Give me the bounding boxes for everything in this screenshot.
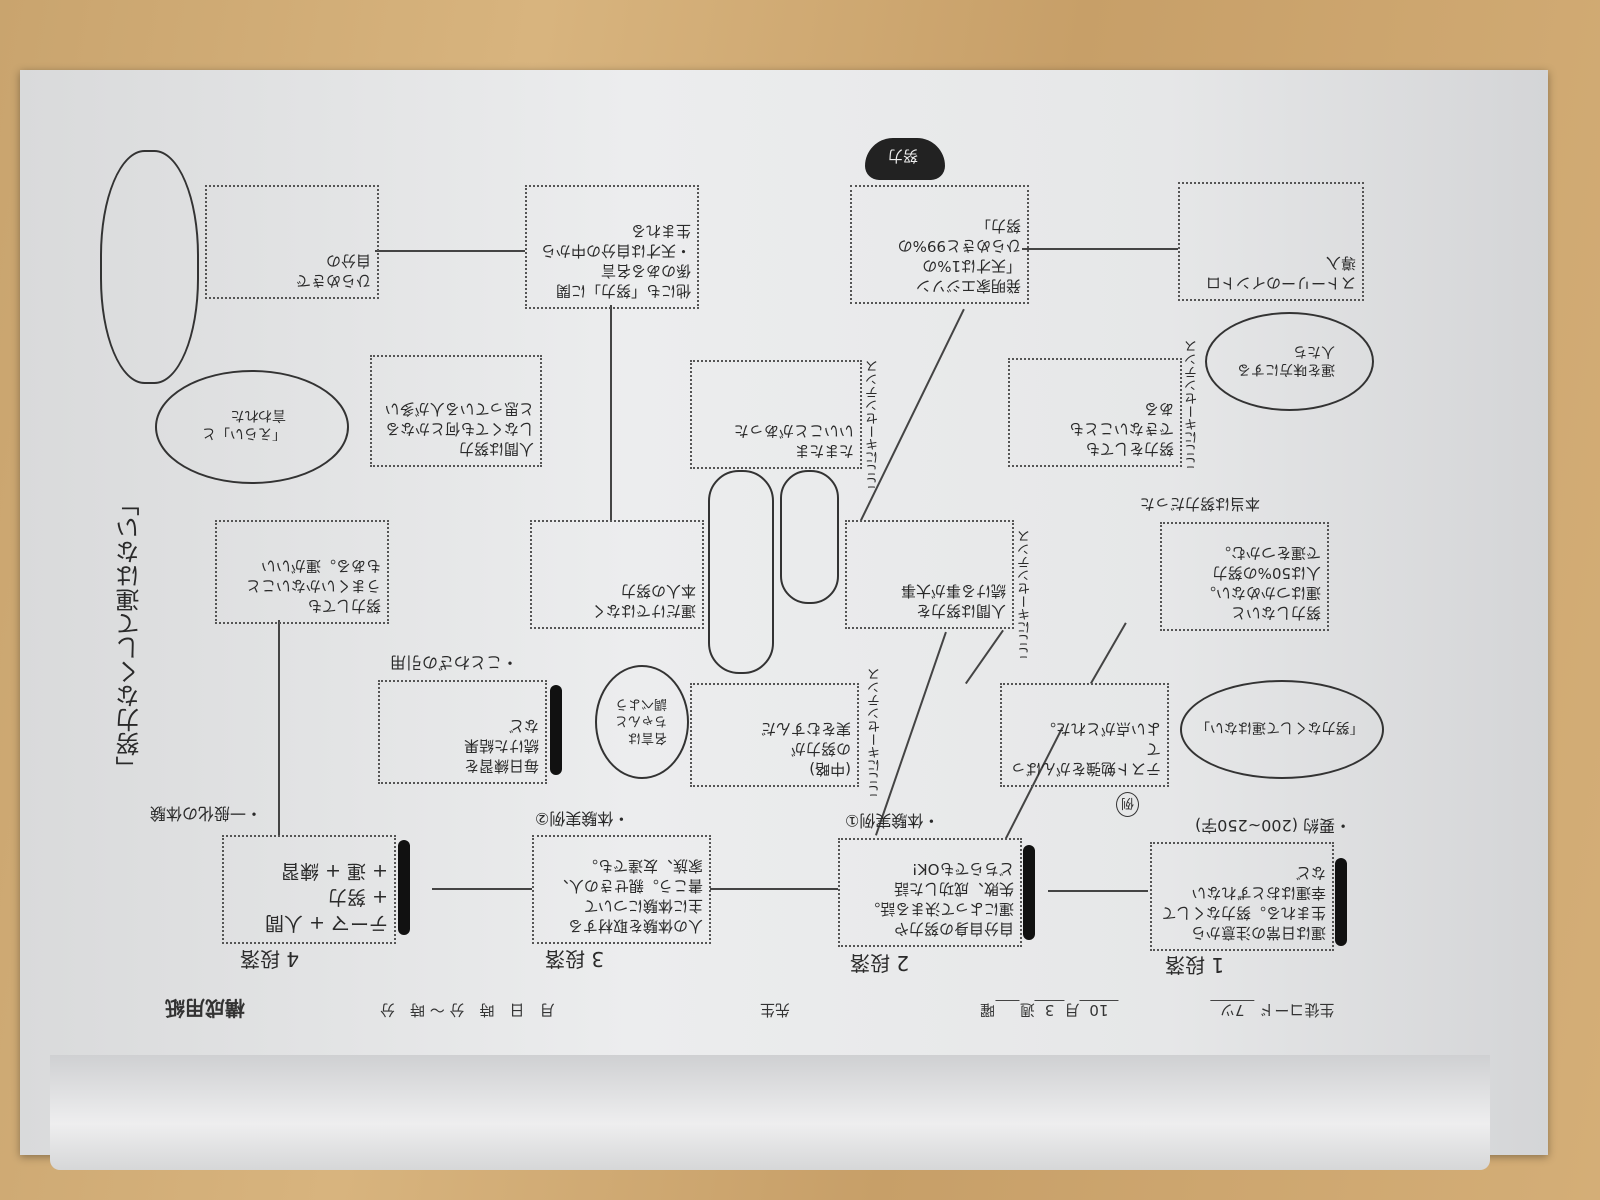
arrow-note: 本当は努力だった: [1140, 495, 1261, 513]
speech-cloud: 「努力なくして運はない」: [1180, 680, 1384, 779]
paragraph-3-box: 人の体験を取材する 主に体験について 書こう。親せきの人、 家族、友達でも。: [532, 835, 711, 944]
student-code-value: 7ツ: [1210, 1000, 1255, 1019]
row4-text: 毎日練習を 続けた結果 など: [463, 717, 539, 775]
key-sentence-note: ここにキーセンテンス: [1018, 530, 1033, 660]
week-value: 3: [1034, 1000, 1065, 1019]
composition-sheet: [20, 70, 1548, 1155]
paragraph-2-label: 2 段落: [850, 951, 910, 975]
speech-cloud: [100, 150, 199, 384]
row4-text: テスト勉強をがんばって よい点がとれた。: [1010, 720, 1161, 778]
speech-cloud: 「えらい」と 言われた: [155, 370, 349, 484]
paragraph-text: 人の体験を取材する 主に体験について 書こう。親せきの人、 家族、友達でも。: [553, 857, 703, 935]
marker-bar: [1023, 845, 1035, 940]
arrow-line: [1048, 890, 1148, 892]
sheet-title: 構成用紙: [165, 996, 245, 1020]
paragraph-1-box: 運は日常の注意から 生まれる。努力なくして 幸運はおとずれない など: [1150, 842, 1334, 951]
middle-box-2: たまたま いいことがあった: [690, 360, 862, 469]
example1-bullet: ・体験実例①: [845, 811, 940, 830]
middle-box-3: 努力をしても できないことも ある: [1008, 358, 1182, 467]
general-bullet: ・一般化の体験: [150, 804, 263, 823]
cloud-text: 名言は ちゃんと 調べよう: [615, 696, 668, 745]
example2-bullet: ・体験実例②: [535, 809, 630, 828]
speech-cloud: 名言は ちゃんと 調べよう: [595, 665, 689, 779]
lower-box-3: 人間は努力を 続ける事が大事: [845, 520, 1014, 629]
hair-doodle-icon: [865, 138, 945, 180]
cloud-text: 運を味方にする 人たち: [1237, 343, 1336, 377]
lower-text: 運だけではなく 本人の努力: [590, 582, 696, 620]
idea-box: ひらめきで 自分の: [205, 185, 379, 299]
paragraph-text: 自分自身の努力や 運によって決まる話。 失敗、成功した話 どちらでもOK!: [865, 860, 1014, 938]
connector-line: [375, 250, 525, 252]
paragraph-2-box: 自分自身の努力や 運によって決まる話。 失敗、成功した話 どちらでもOK!: [838, 838, 1022, 947]
edison-box: 発明家エジソン 「天才は1%の ひらめきと99%の 努力」: [850, 185, 1029, 304]
row4-box-3: テスト勉強をがんばって よい点がとれた。: [1000, 683, 1169, 787]
lower-text: 努力しないと 運はつかめない。 人は50%の努力 で運をつかむ。: [1200, 544, 1321, 622]
edison-text: 発明家エジソン 「天才は1%の ひらめきと99%の 努力」: [897, 217, 1021, 295]
paragraph-text: 運は日常の注意から 生まれる。努力なくして 幸運はおとずれない など: [1161, 864, 1326, 942]
lower-box-1: 努力しても うまくいかないこと もある。運がいい: [215, 520, 389, 624]
paragraph-1-label: 1 段落: [1165, 953, 1225, 977]
connector-line: [1022, 248, 1178, 250]
student-code-label: 生徒コード: [1259, 1001, 1335, 1019]
time-field: 月 日 時 分 ～ 時 分: [380, 1001, 555, 1019]
middle-text: たまたま いいことがあった: [733, 422, 854, 460]
key-sentence-note: ここにキーセンテンス: [866, 360, 881, 490]
lower-text: 人間は努力を 続ける事が大事: [900, 582, 1006, 620]
middle-text: 努力をしても できないことも ある: [1068, 400, 1174, 458]
week-label: 週: [1019, 1001, 1035, 1019]
middle-text: 人間は努力 しなくても何とかなる と思っている人が多い: [384, 400, 534, 458]
row4-text: (中略) の努力が 実をむすんだ: [760, 720, 851, 778]
paper-curl: [50, 1055, 1490, 1170]
row4-box-1: 毎日練習を 続けた結果 など: [378, 680, 547, 784]
lower-box-2: 運だけではなく 本人の努力: [530, 520, 704, 629]
marker-bar: [1335, 858, 1347, 946]
student-code-field: 生徒コード 7ツ: [1210, 1000, 1334, 1021]
summary-bullet: ・要約 (200~250字): [1195, 816, 1352, 835]
connector-line: [278, 620, 280, 835]
intro-text: ストーリーのイントロ 導入: [1205, 254, 1356, 292]
paragraph-text: テーマ + 人間 + 努力 + 運 + 練習: [265, 860, 388, 934]
lower-box-4: 努力しないと 運はつかめない。 人は50%の努力 で運をつかむ。: [1160, 522, 1329, 631]
speech-cloud: [708, 470, 774, 674]
quote-text: 他にも「努力」に関 係のある名言 ・天才は自分の中から 生まれる: [540, 222, 691, 300]
teacher-label: 先生: [760, 1001, 791, 1019]
arrow-line: [710, 888, 838, 890]
month-label: 月: [1064, 1001, 1080, 1019]
marker-bar: [398, 840, 410, 935]
marker-bar: [550, 685, 562, 775]
day-label: 曜: [980, 1001, 996, 1019]
example-circle-label: 例: [1116, 792, 1140, 817]
row4-box-2: (中略) の努力が 実をむすんだ: [690, 683, 859, 787]
key-sentence-note: ここにキーセンテンス: [868, 668, 883, 798]
lower-text: 努力しても うまくいかないこと もある。運がいい: [245, 557, 381, 615]
edison-caption: 努力: [888, 147, 919, 165]
speech-cloud: 運を味方にする 人たち: [1205, 312, 1374, 411]
paragraph-3-label: 3 段落: [545, 947, 605, 971]
middle-box-1: 人間は努力 しなくても何とかなる と思っている人が多い: [370, 355, 542, 467]
key-sentence-note: ここにキーセンテンス: [1185, 340, 1200, 470]
cloud-text: 「努力なくして運はない」: [1196, 719, 1364, 735]
cloud-text: 「えらい」と 言われた: [202, 407, 286, 441]
quote-box: 他にも「努力」に関 係のある名言 ・天才は自分の中から 生まれる: [525, 185, 699, 309]
paragraph-4-box: テーマ + 人間 + 努力 + 運 + 練習: [222, 835, 396, 944]
quote-bullet: ・ことわざの引用: [390, 653, 519, 672]
speech-cloud: [780, 470, 839, 604]
theme-note: 「努力なくして運はない」: [116, 492, 144, 780]
arrow-line: [432, 888, 532, 890]
arrow-line: [610, 305, 612, 520]
date-field: 10月3週 曜: [980, 1000, 1119, 1021]
idea-text: ひらめきで 自分の: [295, 252, 371, 290]
paragraph-4-label: 4 段落: [240, 947, 300, 971]
intro-box: ストーリーのイントロ 導入: [1178, 182, 1364, 301]
month-value: 10: [1079, 1000, 1119, 1019]
